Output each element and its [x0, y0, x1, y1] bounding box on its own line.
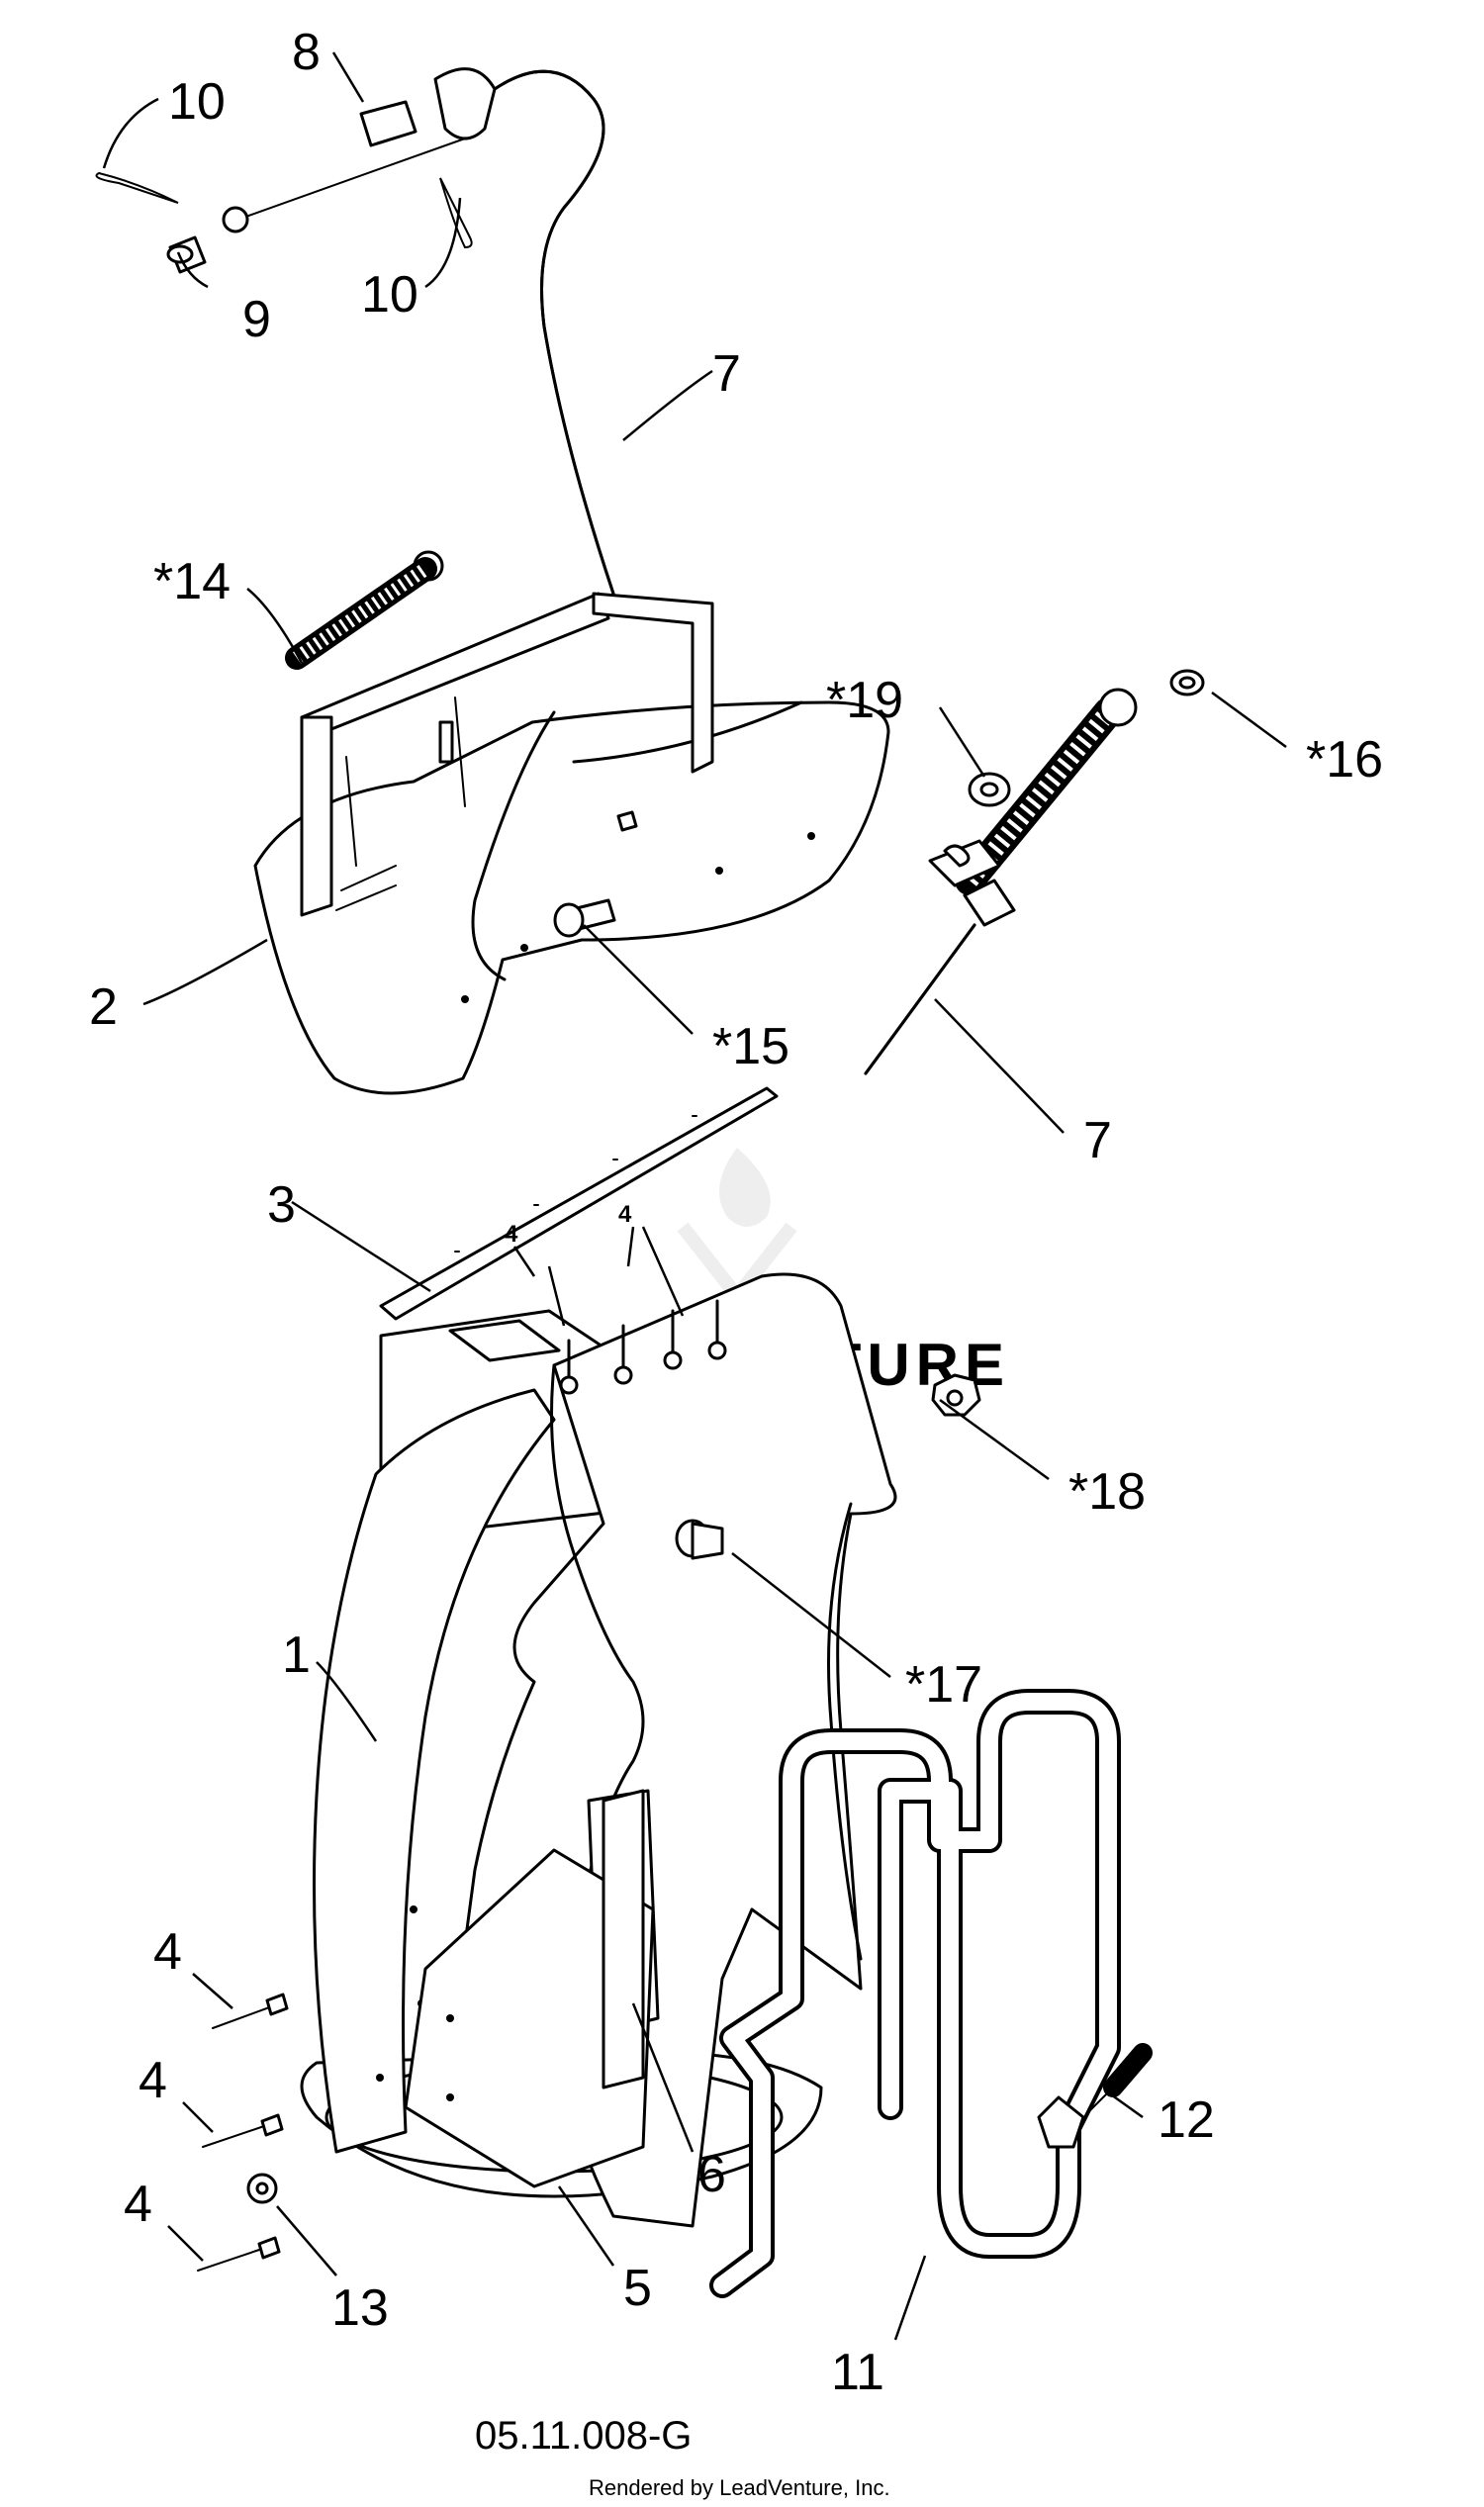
part-16-nut [1169, 669, 1205, 696]
label-part-14: *14 [153, 553, 231, 610]
part-11-crank [709, 1689, 1121, 2298]
label-part-4-a: 4 [153, 1923, 182, 1981]
part-13-washer [246, 2173, 278, 2204]
label-part-4-top-b: 4 [618, 1201, 632, 1228]
label-part-2: 2 [89, 978, 118, 1036]
label-part-15: *15 [712, 1018, 789, 1075]
part-17-bolt [675, 1519, 724, 1560]
label-part-4-c: 4 [124, 2176, 152, 2233]
watermark-flame-icon [719, 1148, 771, 1227]
part-14-spring [285, 550, 444, 670]
label-part-7-right: 7 [1083, 1112, 1112, 1169]
part-10-hairpin-mid [439, 177, 473, 249]
label-part-18: *18 [1068, 1463, 1146, 1521]
label-part-16: *16 [1306, 731, 1383, 789]
label-part-5: 5 [623, 2260, 652, 2317]
part-2-deflector [253, 592, 890, 1095]
top-rivets [559, 1299, 727, 1395]
label-part-6: 6 [697, 2146, 726, 2203]
part-18-nut [931, 1373, 981, 1417]
part-9-bushing [166, 235, 207, 274]
part-15-bolt [553, 898, 616, 938]
label-part-10-left: 10 [168, 73, 226, 131]
part-7-cable-right [864, 688, 1138, 1075]
label-part-3: 3 [267, 1176, 296, 1234]
render-credit: Rendered by LeadVenture, Inc. [589, 2475, 890, 2500]
label-part-4-b: 4 [139, 2052, 167, 2109]
part-7-cable-top [222, 67, 615, 596]
part-10-hairpin-left [95, 171, 179, 204]
label-part-7-top: 7 [712, 345, 741, 403]
label-part-10-mid: 10 [361, 266, 418, 324]
label-part-8: 8 [292, 24, 321, 81]
diagram-code: 05.11.008-G [475, 2414, 692, 2458]
leader-lines [102, 51, 1287, 2341]
label-part-12: 12 [1158, 2091, 1215, 2149]
part-8-pin [359, 100, 417, 147]
label-part-1: 1 [282, 1626, 311, 1684]
part-6-strip [602, 1789, 645, 2089]
part-3-strip [379, 1086, 779, 1321]
label-part-9: 9 [242, 291, 271, 348]
part-19-washer [968, 772, 1011, 807]
label-part-4-top-a: 4 [505, 1221, 518, 1248]
label-part-19: *19 [826, 672, 903, 729]
part-labels: 8 10 9 10 7 *14 *19 *16 2 *15 7 3 4 4 *1… [89, 24, 1383, 2401]
part-5-lower-flap [404, 1848, 655, 2188]
part-4-rivets [197, 1993, 289, 2272]
label-part-11: 11 [831, 2344, 884, 2401]
label-part-17: *17 [905, 1656, 982, 1714]
label-part-13: 13 [331, 2279, 389, 2337]
